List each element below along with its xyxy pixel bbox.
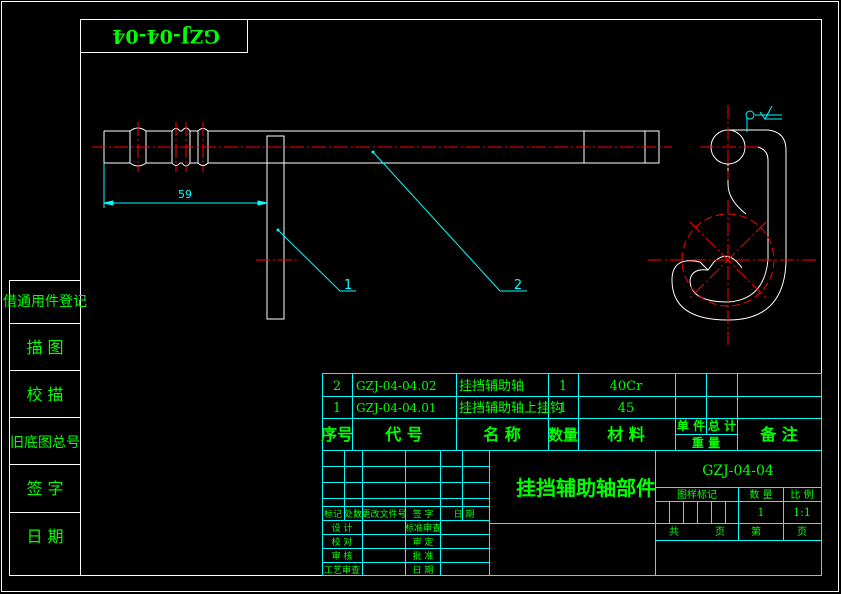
title-block [322, 450, 822, 576]
tb-label: 审 定 [413, 536, 434, 548]
tb-label: 比 例 [790, 488, 813, 501]
tb-label: 工艺审查 [324, 564, 360, 576]
dimension-label: 59 [178, 188, 192, 201]
left-strip-label: 借通用件登记 [3, 294, 87, 310]
bom-qty: 1 [559, 401, 567, 416]
bom-header-code: 代 号 [384, 425, 423, 444]
bom-header-unit-weight: 单 件 [677, 418, 705, 433]
left-strip-label: 签 字 [26, 479, 63, 498]
quantity-value: 1 [758, 506, 765, 519]
tb-label: 图样标记 [677, 488, 717, 501]
bom-header-no: 序号 [321, 425, 353, 444]
code-box [80, 19, 248, 53]
left-strip-label: 校 描 [26, 385, 63, 404]
bom-no: 2 [333, 379, 341, 394]
bom-header-remarks: 备 注 [759, 425, 798, 444]
bom-code: GZJ-04-04.02 [356, 379, 436, 393]
tb-label: 页 [715, 526, 725, 538]
bom-name: 挂挡辅助轴上挂钩 [459, 401, 563, 416]
tb-label: 标准审查 [405, 522, 441, 534]
tb-label: 共 [669, 526, 679, 538]
balloon-1: 1 [344, 278, 352, 293]
bom-table [322, 373, 822, 451]
left-strip [9, 280, 81, 576]
bom-name: 挂挡辅助轴 [459, 379, 524, 394]
bom-header-name: 名 称 [483, 425, 521, 444]
drawing-number: GZJ-04-04 [702, 463, 774, 479]
left-strip-label: 旧底图总号 [10, 435, 80, 451]
tb-label: 批 准 [413, 550, 434, 562]
tb-label: 日 期 [413, 565, 434, 576]
hook-part [671, 129, 787, 321]
mirrored-drawing-code: GZJ-04-04 [112, 25, 220, 47]
leader-lines [277, 151, 527, 292]
dimension-59 [103, 163, 268, 208]
tb-label: 第 [751, 525, 761, 538]
left-strip-label: 日 期 [26, 527, 63, 546]
bom-qty: 1 [559, 379, 567, 394]
leader-dot [276, 228, 280, 232]
bom-no: 1 [333, 401, 341, 416]
tb-label: 校 对 [332, 536, 353, 548]
bom-material: 40Cr [610, 379, 643, 394]
bom-header-total-weight: 总 计 [708, 418, 736, 433]
tb-label: 更改文件号 [361, 508, 406, 520]
tb-label: 处数 [344, 508, 362, 520]
shaft-part [103, 127, 660, 320]
part-name-title: 挂挡辅助轴部件 [516, 476, 656, 500]
tb-label: 日 期 [454, 509, 475, 520]
bom-material: 45 [618, 401, 635, 416]
tb-label: 标记 [324, 508, 342, 520]
scale-value: 1:1 [793, 506, 811, 519]
bom-header-weight: 重 量 [692, 435, 720, 450]
shaft-center-lines [92, 122, 672, 261]
bom-header-material: 材 料 [607, 425, 645, 444]
surface-finish-symbol [745, 105, 782, 132]
hook-center-lines [648, 105, 818, 345]
tb-label: 设 计 [332, 522, 353, 534]
left-strip-label: 描 图 [26, 338, 63, 357]
bom-header-qty: 数量 [548, 426, 578, 444]
tb-label: 数 量 [749, 488, 772, 501]
tb-label: 页 [797, 526, 807, 538]
balloon-2: 2 [514, 278, 522, 293]
tb-label: 审 核 [332, 550, 353, 562]
leader-dot [371, 150, 375, 154]
bom-code: GZJ-04-04.01 [356, 401, 436, 415]
tb-label: 签 字 [413, 508, 434, 520]
